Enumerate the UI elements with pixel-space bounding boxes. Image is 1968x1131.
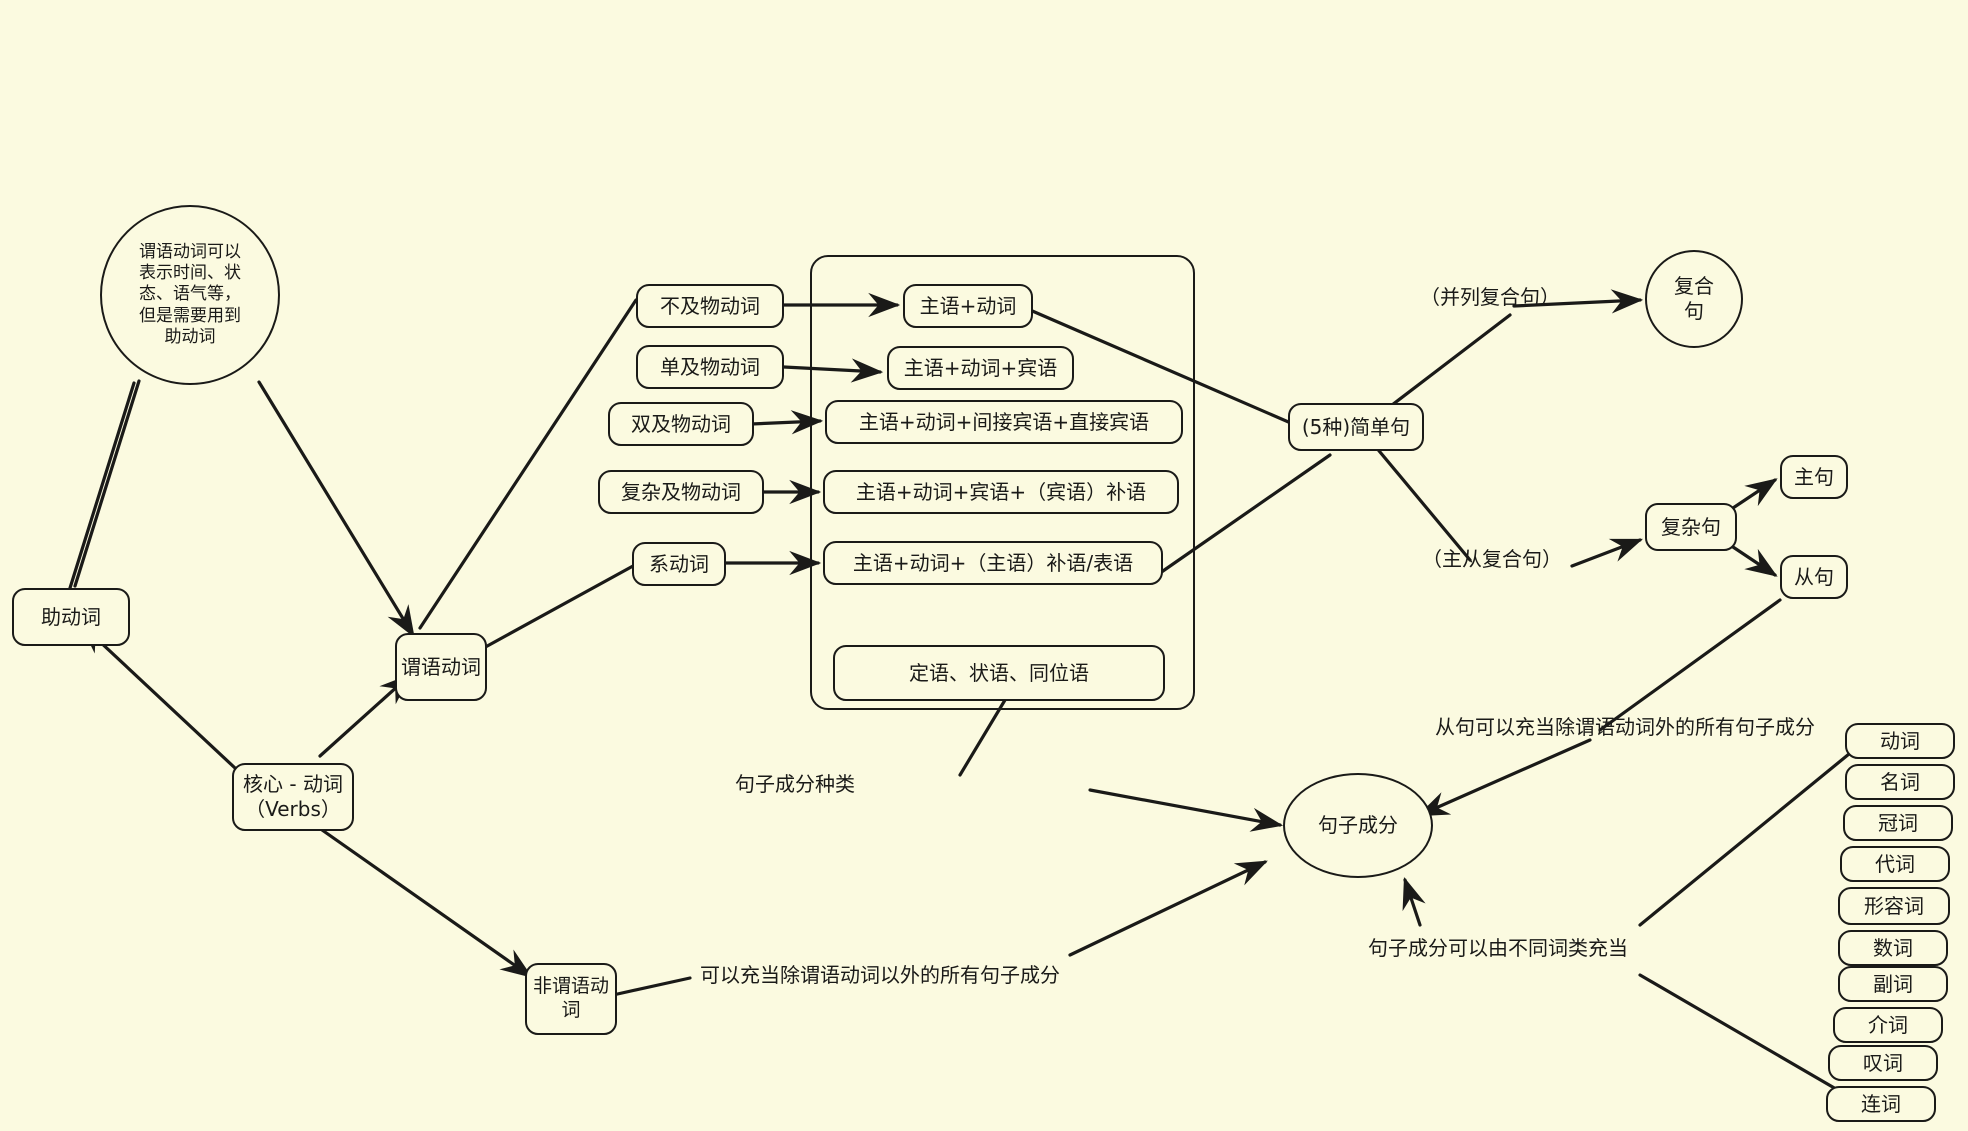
node-verb-type-1[interactable]: 单及物动词 [636,345,784,389]
node-word-class-6[interactable]: 副词 [1838,966,1948,1002]
edge-wordclass-top-to-note [1638,743,1862,927]
node-nonpredicate-verb-line-0: 非谓语动 [532,975,609,998]
node-word-class-8[interactable]: 叹词 [1828,1045,1938,1081]
edge-nonfinite-to-note [611,976,692,997]
label-coordinate-compound: （并列复合句） [1420,285,1560,309]
note-line-0: 谓语动词可以 [139,241,241,262]
node-verb-type-3-label: 复杂及物动词 [621,479,741,504]
node-verb-type-3[interactable]: 复杂及物动词 [598,470,764,514]
note-line-4: 助动词 [164,326,216,347]
node-verb-type-4-label: 系动词 [649,551,709,576]
node-subordinate-clause[interactable]: 从句 [1780,555,1848,599]
node-compound-sentence-line-1: 句 [1684,299,1704,323]
node-compound-sentence-line-0: 复合 [1674,274,1714,298]
node-core-verbs-line-0: 核心 - 动词 [243,772,343,796]
node-auxiliary-verb[interactable]: 助动词 [12,588,130,646]
node-compound-sentence[interactable]: 复合 句 [1645,250,1743,348]
edge-label-to-complex [1570,538,1643,568]
node-verb-type-2-label: 双及物动词 [631,411,731,436]
node-nonpredicate-verb[interactable]: 非谓语动 词 [525,963,617,1035]
node-verb-type-0-label: 不及物动词 [660,293,760,318]
edge-simple-to-complex [1368,438,1472,562]
node-word-class-1[interactable]: 名词 [1845,764,1955,800]
node-word-class-0-label: 动词 [1880,728,1920,753]
edge-core-to-auxiliary [79,622,237,770]
node-sentence-pattern-3[interactable]: 主语+动词+宾语+（宾语）补语 [823,470,1179,514]
node-word-class-6-label: 副词 [1873,971,1913,996]
edge-note-to-predicate [257,380,415,638]
edge-kinds-to-components [1088,788,1284,832]
node-complex-sentence-label: 复杂句 [1661,514,1721,539]
node-sentence-pattern-0[interactable]: 主语+动词 [903,284,1033,328]
node-word-class-4-label: 形容词 [1864,893,1924,918]
node-word-class-4[interactable]: 形容词 [1838,887,1950,925]
node-sentence-elements[interactable]: 定语、状语、同位语 [833,645,1165,701]
node-word-class-8-label: 叹词 [1863,1050,1903,1075]
node-core-verbs[interactable]: 核心 - 动词 （Verbs） [232,763,354,831]
node-word-class-9-label: 连词 [1861,1091,1901,1116]
node-predicate-verb[interactable]: 谓语动词 [395,633,487,701]
node-sentence-components-label: 句子成分 [1318,813,1398,837]
node-word-class-2[interactable]: 冠词 [1843,805,1953,841]
sentence-patterns-container [810,255,1195,710]
node-verb-type-0[interactable]: 不及物动词 [636,284,784,328]
node-verb-type-1-label: 单及物动词 [660,354,760,379]
node-word-class-3-label: 代词 [1875,851,1915,876]
edge-note-to-auxiliary [68,381,136,590]
node-auxiliary-verb-label: 助动词 [41,604,101,629]
note-line-1: 表示时间、状 [139,263,241,284]
node-sentence-pattern-4-label: 主语+动词+（主语）补语/表语 [852,550,1134,575]
edge-wordclassnote-to-components [1402,876,1426,927]
label-clause-can-serve: 从句可以充当除谓语动词外的所有句子成分 [1435,715,1815,739]
node-sentence-pattern-1-label: 主语+动词+宾语 [903,355,1058,380]
node-verb-type-4[interactable]: 系动词 [632,542,726,586]
node-verb-type-2[interactable]: 双及物动词 [608,402,754,446]
node-nonpredicate-verb-line-1: 词 [561,999,581,1021]
node-simple-sentence[interactable]: (5种)简单句 [1288,403,1424,451]
node-main-clause[interactable]: 主句 [1780,455,1848,499]
node-sentence-pattern-2-label: 主语+动词+间接宾语+直接宾语 [858,409,1150,434]
edge-wordclass-bottom-to-note [1638,973,1857,1102]
node-word-class-2-label: 冠词 [1878,810,1918,835]
edge-sub-to-components [1598,598,1782,732]
edge-simple-to-compound [1390,313,1512,407]
note-line-2: 态、语气等， [139,284,241,305]
label-nonfinite-can-serve: 可以充当除谓语动词以外的所有句子成分 [700,963,1060,987]
node-word-class-5[interactable]: 数词 [1838,930,1948,966]
node-word-class-9[interactable]: 连词 [1826,1086,1936,1122]
node-sentence-pattern-1[interactable]: 主语+动词+宾语 [887,346,1074,390]
label-components-by-word-classes: 句子成分可以由不同词类充当 [1368,936,1628,960]
label-subordinate-compound: （主从复合句） [1422,547,1562,571]
edge-complex-to-sub [1728,543,1778,577]
node-word-class-5-label: 数词 [1873,935,1913,960]
node-sentence-elements-label: 定语、状语、同位语 [909,660,1089,685]
node-predicate-verb-label: 谓语动词 [401,654,481,679]
predicate-verb-note-circle: 谓语动词可以 表示时间、状 态、语气等， 但是需要用到 助动词 [100,205,280,385]
edge-elementsbox-to-label [958,698,1007,777]
label-components-kinds: 句子成分种类 [735,772,855,796]
node-sentence-pattern-0-label: 主语+动词 [919,293,1017,318]
edge-note-to-components [1068,860,1268,957]
node-core-verbs-line-1: （Verbs） [245,797,341,821]
note-line-3: 但是需要用到 [139,305,241,326]
node-sentence-components[interactable]: 句子成分 [1283,773,1433,878]
edge-predicate-to-verbtypes [418,298,638,630]
node-simple-sentence-label: (5种)简单句 [1301,414,1411,439]
node-main-clause-label: 主句 [1794,464,1834,489]
edge-complex-to-main [1728,478,1778,512]
node-word-class-7[interactable]: 介词 [1833,1007,1943,1043]
node-word-class-7-label: 介词 [1868,1012,1908,1037]
edge-core-to-nonpredicate [303,816,533,978]
node-sentence-pattern-3-label: 主语+动词+宾语+（宾语）补语 [855,479,1147,504]
node-sentence-pattern-4[interactable]: 主语+动词+（主语）补语/表语 [823,541,1163,585]
node-word-class-0[interactable]: 动词 [1845,723,1955,759]
node-complex-sentence[interactable]: 复杂句 [1645,503,1737,551]
edge-predicate-to-linking [478,564,635,652]
edge-note-to-auxiliary-2 [73,379,141,588]
node-word-class-3[interactable]: 代词 [1840,846,1950,882]
node-sentence-pattern-2[interactable]: 主语+动词+间接宾语+直接宾语 [825,400,1183,444]
edge-clause-note-to-components [1417,738,1592,817]
node-subordinate-clause-label: 从句 [1794,564,1834,589]
node-word-class-1-label: 名词 [1880,769,1920,794]
